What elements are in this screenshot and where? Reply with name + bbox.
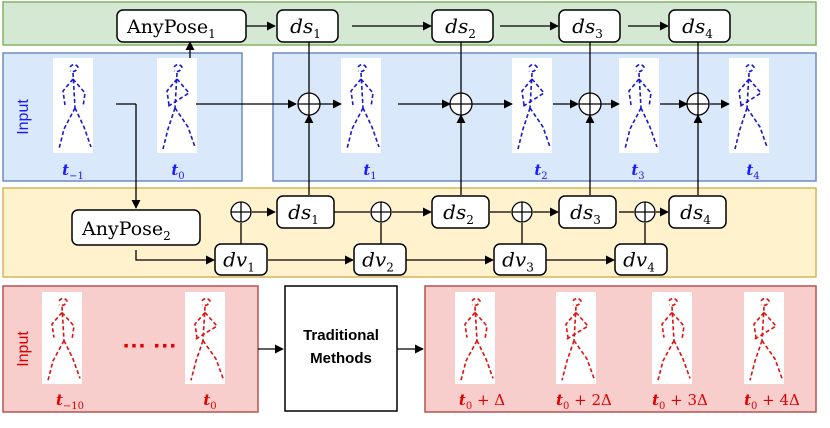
anypose1-box: AnyPose1 [116,9,247,43]
svg-text:dv3: dv3 [502,248,534,275]
svg-text:ds4: ds4 [682,14,713,41]
dv-box-2: dv2 [353,243,407,276]
delta-boxes: ds1 ds1 dv1 ds2 ds2 dv2 ds3 ds3 dv3 ds4 ds4 dv4 [214,9,731,276]
ds-box-mid-2: ds2 [431,195,490,229]
time-label-top: t4 [746,161,759,182]
time-label-top: t2 [534,161,547,182]
svg-text:dv2: dv2 [362,248,394,275]
anypose1-subscript: 1 [208,27,216,41]
ds-box-mid-1: ds1 [276,195,335,229]
dashed-skeleton-icon [561,297,595,381]
dashed-skeleton-icon [346,63,380,150]
circled-plus-icon [634,201,656,223]
anypose2-label: AnyPose [81,218,163,240]
input-pose-image [157,58,197,153]
input-pose-image [729,58,769,153]
input-pose-image [512,58,552,153]
time-label-bottom: t0 [203,391,216,412]
connectors [116,21,730,354]
input-pose-image [53,58,93,153]
dashed-skeleton-icon [517,63,551,150]
dashed-skeleton-icon [58,63,92,150]
svg-text:ds2: ds2 [445,14,476,41]
svg-text:AnyPose2: AnyPose2 [81,218,171,243]
dv-box-1: dv1 [214,243,268,276]
svg-text:dv4: dv4 [623,248,655,275]
circled-plus-icon [511,201,533,223]
blue-input-panel [2,52,243,182]
svg-text:ds3: ds3 [570,200,601,227]
ds-box-top-1: ds1 [276,9,339,43]
time-label-bottom: t0 + Δ [459,391,505,412]
circled-plus-icon [578,92,602,116]
time-label-top: t3 [631,161,644,182]
time-label-top: t1 [363,161,376,182]
ds-box-top-2: ds2 [431,9,494,43]
time-label-bottom: t0 + 4Δ [744,391,800,412]
dv-box-4: dv4 [614,243,668,276]
forecast-pose-image [455,292,495,384]
ds-box-top-4: ds4 [668,9,731,43]
svg-text:ds3: ds3 [572,14,603,41]
svg-text:dv1: dv1 [223,248,255,275]
circled-plus-icon [297,92,321,116]
dv-box-3: dv3 [493,243,547,276]
time-label-top: t0 [171,161,184,182]
input-label-top: Input [15,99,32,135]
dashed-skeleton-icon [657,297,691,381]
sum-nodes [230,92,710,223]
forecast-pose-image [556,292,596,384]
time-label-top: t−1 [62,161,84,182]
input-pose-image [341,58,381,153]
dashed-skeleton-icon [734,63,768,150]
circled-plus-icon [370,201,392,223]
dashed-skeleton-icon [162,63,196,150]
forecast-pose-image [42,292,82,384]
circled-plus-icon [449,92,473,116]
time-label-bottom: t0 + 2Δ [556,391,612,412]
anypose2-box: AnyPose2 [71,209,201,246]
traditional-label-line2: Methods [310,350,372,367]
svg-text:ds1: ds1 [288,200,319,227]
forecast-pose-image [652,292,692,384]
dashed-skeleton-icon [190,297,224,381]
anypose2-subscript: 2 [163,229,171,243]
svg-text:AnyPose1: AnyPose1 [126,16,216,41]
traditional-methods-box: Traditional Methods [284,285,398,412]
anypose1-label: AnyPose [126,16,208,38]
svg-text:ds1: ds1 [290,14,321,41]
pose-images [42,58,784,384]
ellipsis: ··· ··· [123,333,178,360]
time-label-bottom: t0 + 3Δ [652,391,708,412]
ds-box-mid-3: ds3 [558,195,617,229]
ds-box-mid-4: ds4 [668,195,727,229]
input-pose-image [619,58,659,153]
forecast-pose-image [744,292,784,384]
dashed-skeleton-icon [460,297,494,381]
circled-plus-icon [230,201,252,223]
circled-plus-icon [686,92,710,116]
time-label-bottom: t−10 [56,391,84,412]
dashed-skeleton-icon [749,297,783,381]
ds-box-top-3: ds3 [558,9,621,43]
dashed-skeleton-icon [624,63,658,150]
input-label-bottom: Input [15,331,32,367]
svg-text:ds2: ds2 [443,200,474,227]
dashed-skeleton-icon [47,297,81,381]
traditional-label-line1: Traditional [303,327,379,344]
forecast-pose-image [185,292,225,384]
svg-text:ds4: ds4 [680,200,711,227]
time-labels: t−1 t0 t1 t2 t3 t4 t−10 t0 t0 + Δ t0 + 2Δ t0 + 3Δ t… [56,161,800,412]
